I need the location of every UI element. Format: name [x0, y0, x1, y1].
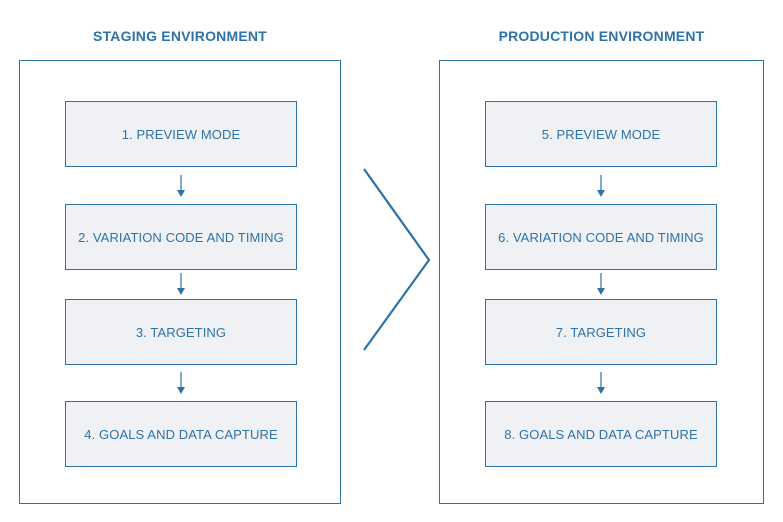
staging-panel: 1. PREVIEW MODE 2. VARIATION CODE AND TI… — [19, 60, 341, 504]
production-arrow-3 — [597, 372, 605, 394]
staging-step-2: 2. VARIATION CODE AND TIMING — [65, 204, 297, 270]
production-arrow-2 — [597, 273, 605, 295]
production-arrow-1 — [597, 175, 605, 197]
staging-step-1: 1. PREVIEW MODE — [65, 101, 297, 167]
staging-arrow-2 — [177, 273, 185, 295]
staging-step-3: 3. TARGETING — [65, 299, 297, 365]
staging-arrow-3 — [177, 372, 185, 394]
production-step-4: 8. GOALS AND DATA CAPTURE — [485, 401, 717, 467]
production-panel: 5. PREVIEW MODE 6. VARIATION CODE AND TI… — [439, 60, 764, 504]
staging-title: STAGING ENVIRONMENT — [93, 28, 267, 44]
production-title: PRODUCTION ENVIRONMENT — [498, 28, 705, 44]
staging-to-production-arrow-icon — [363, 168, 431, 351]
production-step-2: 6. VARIATION CODE AND TIMING — [485, 204, 717, 270]
staging-arrow-1 — [177, 175, 185, 197]
production-step-1: 5. PREVIEW MODE — [485, 101, 717, 167]
production-step-3: 7. TARGETING — [485, 299, 717, 365]
staging-step-4: 4. GOALS AND DATA CAPTURE — [65, 401, 297, 467]
